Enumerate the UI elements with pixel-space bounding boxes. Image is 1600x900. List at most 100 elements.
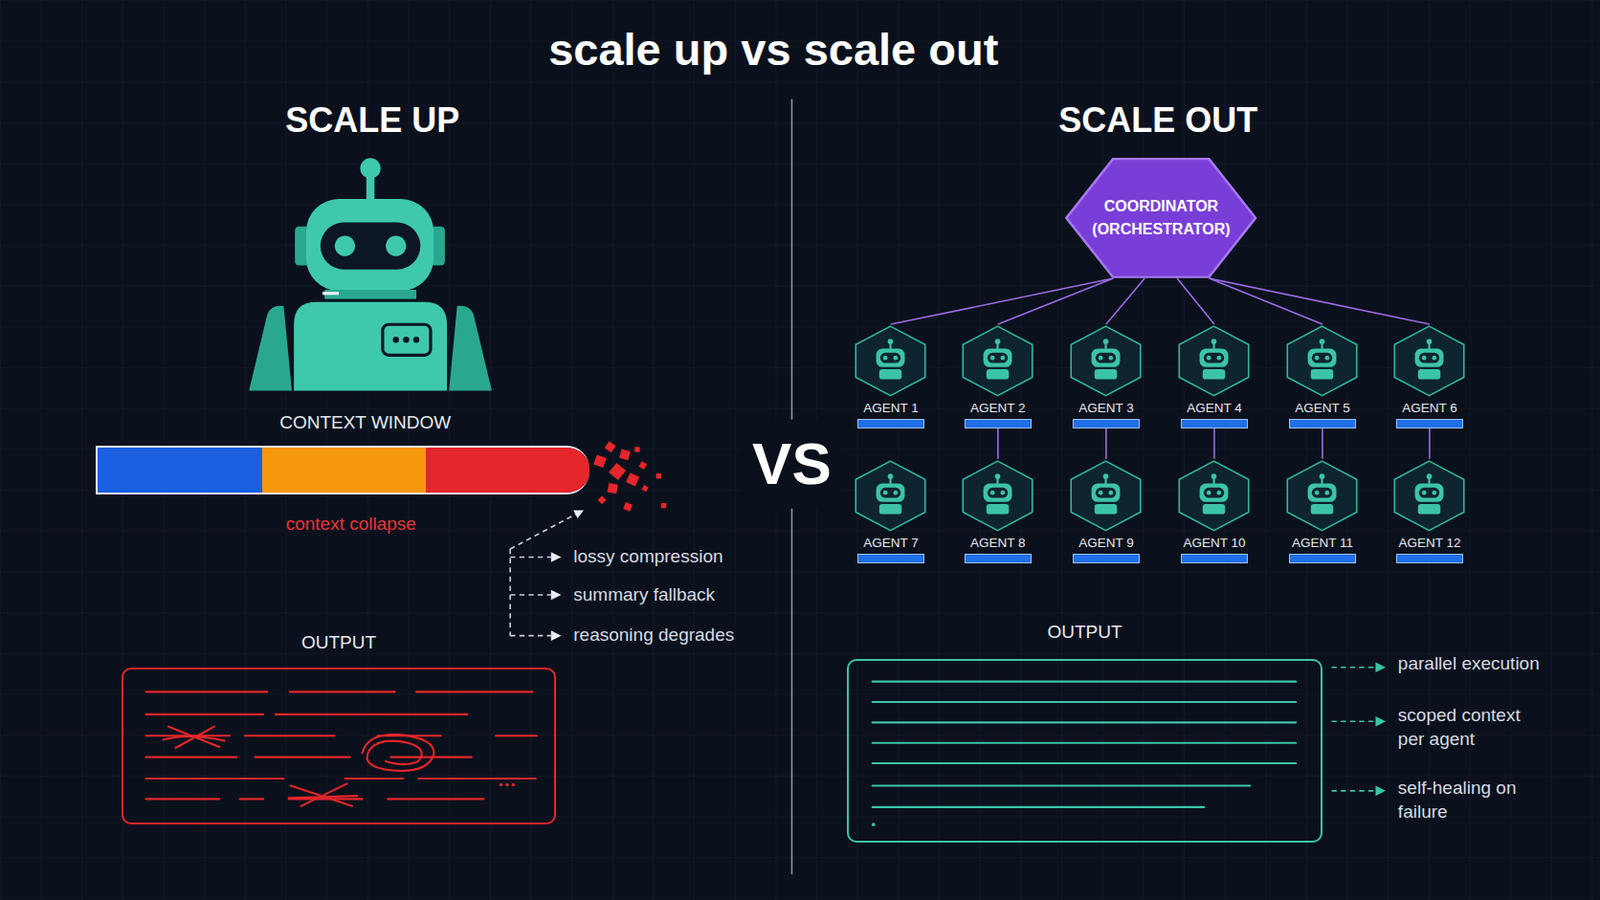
robot-body bbox=[1202, 369, 1225, 380]
robot-body bbox=[1311, 369, 1334, 380]
bar-track bbox=[95, 445, 590, 495]
robot-eye bbox=[1422, 355, 1427, 361]
robot-head bbox=[1200, 483, 1229, 502]
connector-line bbox=[1209, 278, 1430, 325]
warning-label: context collapse bbox=[286, 512, 417, 537]
degraded-output-lines bbox=[145, 691, 536, 806]
robot-eye bbox=[1217, 490, 1223, 496]
collapse-particles-part bbox=[641, 485, 648, 492]
robot-head bbox=[1415, 349, 1445, 368]
callout-text: self-healing on failure bbox=[1398, 777, 1536, 824]
callout-text-wrap: summary fallback bbox=[573, 582, 715, 607]
section-heading-wrap: SCALE UP bbox=[285, 97, 460, 143]
robot-eye bbox=[883, 355, 889, 361]
robot-eye bbox=[1109, 490, 1114, 496]
left-callout-leaders bbox=[510, 513, 578, 637]
robot-eye bbox=[1000, 490, 1006, 496]
collapse-particles-part bbox=[656, 473, 662, 479]
coordinator-text: COORDINATOR bbox=[1104, 195, 1219, 219]
agent-hexagon-icon bbox=[958, 459, 1037, 534]
agent-hexagon-icon bbox=[1066, 324, 1145, 399]
robot-body bbox=[1094, 504, 1117, 515]
hexagon-outline bbox=[1066, 158, 1257, 278]
bar-segment bbox=[97, 447, 262, 493]
heading-row: CONTEXT WINDOW bbox=[95, 412, 590, 435]
collapse-particles-part bbox=[593, 454, 607, 468]
robot-antenna-ball bbox=[1319, 473, 1326, 480]
robot-head bbox=[876, 349, 906, 368]
robot-illustration-part bbox=[322, 291, 339, 295]
clean-output-lines-part bbox=[872, 682, 1297, 808]
robot-visor bbox=[987, 488, 1008, 499]
robot-illustration-part bbox=[402, 336, 409, 343]
callout-text: summary fallback bbox=[573, 582, 715, 607]
left-callout-leaders-part bbox=[510, 635, 552, 638]
title-wrap: scale up vs scale out bbox=[548, 22, 999, 76]
robot-head bbox=[1308, 349, 1337, 368]
robot-eye bbox=[1314, 490, 1320, 496]
hexagon-outline bbox=[1179, 326, 1250, 397]
robot-illustration-part bbox=[413, 336, 420, 343]
robot-eye bbox=[1217, 355, 1223, 361]
robot-antenna-ball bbox=[995, 473, 1001, 480]
robot-visor bbox=[1311, 353, 1333, 364]
agent-label: AGENT 4 bbox=[1186, 400, 1243, 418]
agent-label: AGENT 6 bbox=[1401, 400, 1458, 418]
left-callout-arrowheads-part bbox=[573, 510, 584, 519]
robot-visor bbox=[1419, 353, 1440, 364]
node-heading: OUTPUT bbox=[121, 632, 556, 655]
agent-label: AGENT 11 bbox=[1291, 534, 1354, 553]
agent-status-bar bbox=[1072, 419, 1140, 429]
collapse-particles bbox=[593, 441, 667, 512]
output-panel: OUTPUT bbox=[121, 632, 556, 824]
robot-eye bbox=[1098, 355, 1104, 361]
right-callout-leaders-part bbox=[1332, 790, 1377, 793]
degraded-output-lines-part bbox=[145, 756, 471, 759]
collapse-particles-part bbox=[608, 463, 626, 481]
left-callout-arrowheads-part bbox=[551, 552, 562, 563]
robot-eye bbox=[1432, 355, 1438, 361]
robot-visor bbox=[1311, 488, 1333, 499]
clean-output-lines-part bbox=[872, 823, 875, 826]
connector-line bbox=[1105, 428, 1108, 460]
section-heading-wrap: SCALE OUT bbox=[1058, 97, 1258, 143]
hexagon-shape bbox=[1065, 157, 1257, 279]
right-callout-arrowheads-part bbox=[1375, 662, 1386, 673]
agent-node: AGENT 6 bbox=[1388, 324, 1470, 429]
robot-head bbox=[983, 483, 1013, 502]
robot-antenna-ball bbox=[995, 338, 1001, 345]
hexagon-outline bbox=[1288, 326, 1358, 397]
agent-hexagon-icon bbox=[1390, 324, 1468, 399]
agent-label: AGENT 9 bbox=[1078, 534, 1134, 553]
robot-visor bbox=[1419, 488, 1440, 499]
robot-illustration-part bbox=[248, 306, 292, 392]
agent-hexagon-icon bbox=[1283, 324, 1361, 399]
degraded-output-lines-part bbox=[145, 713, 467, 716]
robot-body bbox=[1094, 369, 1117, 380]
right-callout-leaders bbox=[1332, 667, 1377, 792]
callout-text-wrap: scoped context per agent bbox=[1398, 705, 1541, 753]
left-callout-leaders-part bbox=[510, 556, 552, 559]
degraded-output-lines-part bbox=[145, 690, 533, 693]
robot-visor bbox=[1095, 353, 1116, 364]
robot-illustration-part bbox=[393, 336, 400, 343]
robot-eye bbox=[990, 490, 996, 496]
robot-eye bbox=[1422, 490, 1427, 496]
agent-label: AGENT 2 bbox=[970, 400, 1026, 418]
callout-text: scoped context per agent bbox=[1398, 705, 1541, 753]
agent-node: AGENT 10 bbox=[1173, 459, 1255, 564]
robot-illustration-part bbox=[334, 235, 356, 256]
ellipsis-dots-part bbox=[499, 783, 503, 787]
connector-line bbox=[1213, 428, 1216, 460]
ellipsis-dots-part bbox=[505, 783, 509, 787]
agent-status-bar bbox=[1396, 419, 1464, 429]
robot-eye bbox=[1109, 355, 1114, 361]
agent-label: AGENT 1 bbox=[863, 400, 919, 418]
robot-antenna-ball bbox=[1211, 473, 1218, 480]
robot-body bbox=[986, 369, 1009, 380]
connector-line bbox=[890, 278, 1113, 325]
bar-segment bbox=[262, 447, 426, 493]
robot-head bbox=[1091, 483, 1121, 502]
